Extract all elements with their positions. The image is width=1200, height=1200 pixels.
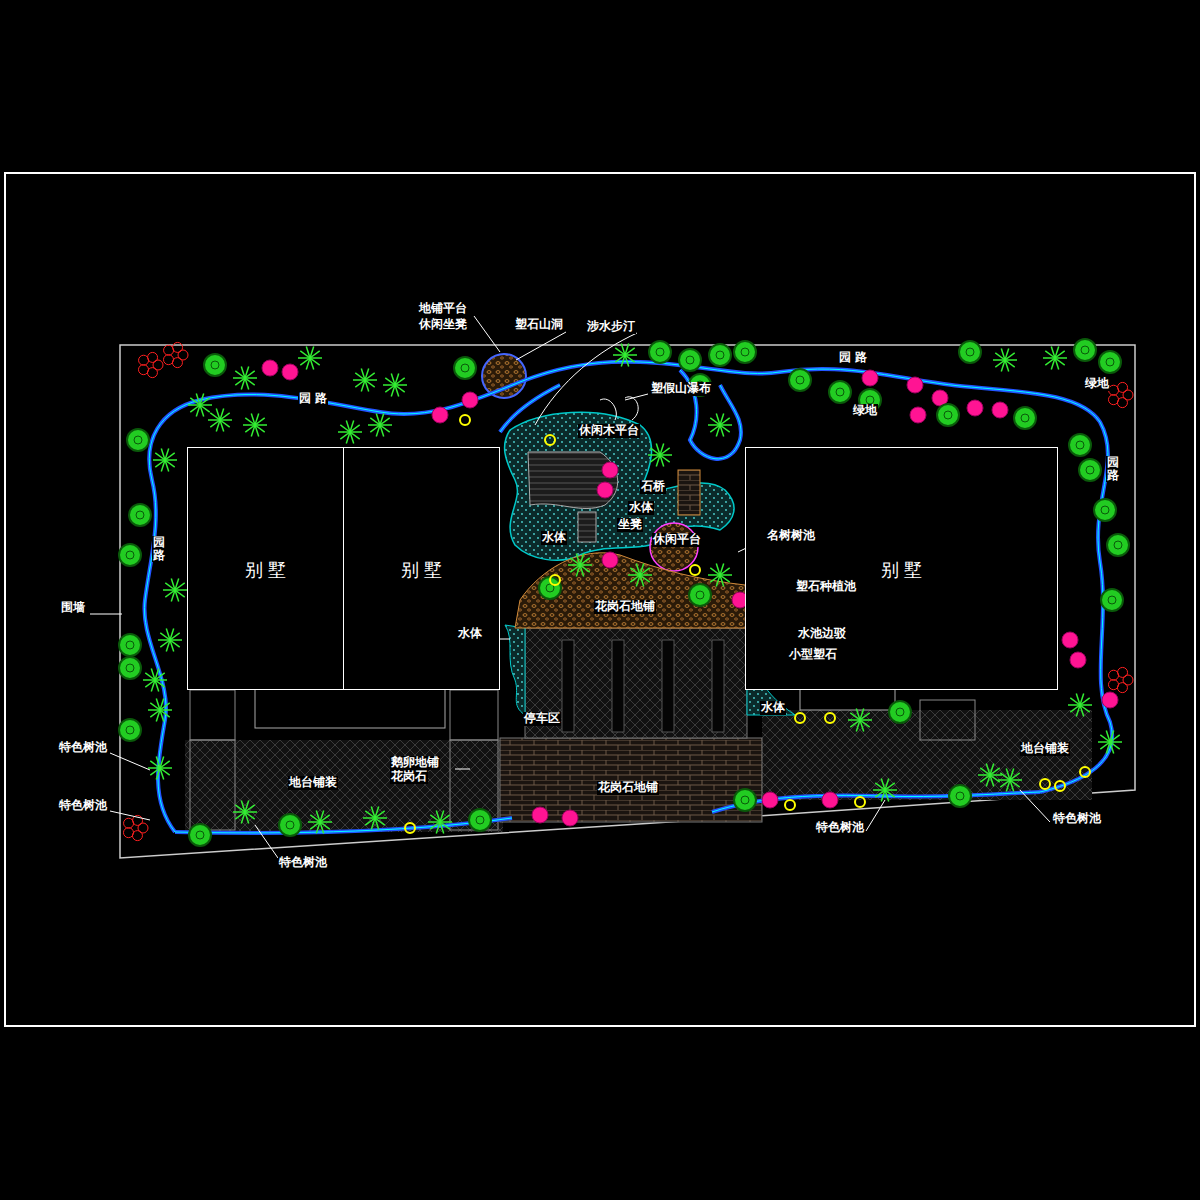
plan-label: 水体 <box>457 627 483 641</box>
plan-label: 花岗石 <box>390 770 428 784</box>
plan-label: 园 路 <box>298 392 328 406</box>
plan-label: 塑石山洞 <box>514 318 564 332</box>
plan-label: 地台铺装 <box>1020 742 1070 756</box>
villa-block: 别 墅 <box>343 447 500 690</box>
villa-label: 别 墅 <box>881 558 923 582</box>
plan-label: 园 路 <box>1106 456 1120 482</box>
plan-label: 水体 <box>541 531 567 545</box>
plan-label: 塑假山瀑布 <box>650 382 712 396</box>
plan-label: 特色树池 <box>815 821 865 835</box>
pebble-paving <box>515 553 752 628</box>
plan-label: 特色树池 <box>1052 812 1102 826</box>
porch <box>255 688 445 728</box>
plan-label: 园 路 <box>152 536 166 562</box>
plan-label: 名树树池 <box>766 529 816 543</box>
ground-platform <box>482 354 526 398</box>
plan-label: 绿地 <box>852 404 878 418</box>
plan-label: 休闲平台 <box>652 533 702 547</box>
leisure-platform <box>650 523 698 571</box>
plan-label: 特色树池 <box>278 856 328 870</box>
plan-label: 围墙 <box>60 601 86 615</box>
plan-label: 绿地 <box>1084 377 1110 391</box>
terrace-paving <box>762 710 1092 800</box>
boundary-wall <box>120 345 1135 858</box>
plan-label: 花岗石地铺 <box>594 600 656 614</box>
plan-label: 塑石种植池 <box>795 580 857 594</box>
plan-label: 小型塑石 <box>788 648 838 662</box>
pond <box>505 412 735 560</box>
plan-label: 坐凳 <box>617 518 643 532</box>
plan-label: 地铺平台 <box>418 302 468 316</box>
villa-label: 别 墅 <box>401 558 443 582</box>
planting <box>119 339 1133 846</box>
plan-label: 鹅卵地铺 <box>390 756 440 770</box>
plan-label: 地台铺装 <box>288 776 338 790</box>
plan-label: 花岗石地铺 <box>597 781 659 795</box>
rockery <box>600 397 638 420</box>
stepping-stones <box>578 512 596 542</box>
villa-block: 别 墅 <box>187 447 344 690</box>
sheet-frame <box>5 173 1195 1026</box>
plan-label: 水体 <box>628 501 654 515</box>
plan-label: 停车区 <box>523 712 561 726</box>
plan-label: 特色树池 <box>58 799 108 813</box>
villa-label: 别 墅 <box>245 558 287 582</box>
garden-path <box>144 362 1112 833</box>
plan-label: 水体 <box>760 701 786 715</box>
plan-label: 水池边驳 <box>797 627 847 641</box>
plan-label: 休闲木平台 <box>578 424 640 438</box>
plan-label: 石桥 <box>640 480 666 494</box>
parking-stalls <box>562 640 724 732</box>
terrace-paving <box>185 740 503 832</box>
plan-label: 涉水步汀 <box>586 320 636 334</box>
stone-bridge <box>678 470 700 515</box>
plan-label: 特色树池 <box>58 741 108 755</box>
steps <box>190 690 975 830</box>
wood-deck <box>528 452 618 509</box>
plan-label: 园 路 <box>838 351 868 365</box>
plan-label: 休闲坐凳 <box>418 318 468 332</box>
